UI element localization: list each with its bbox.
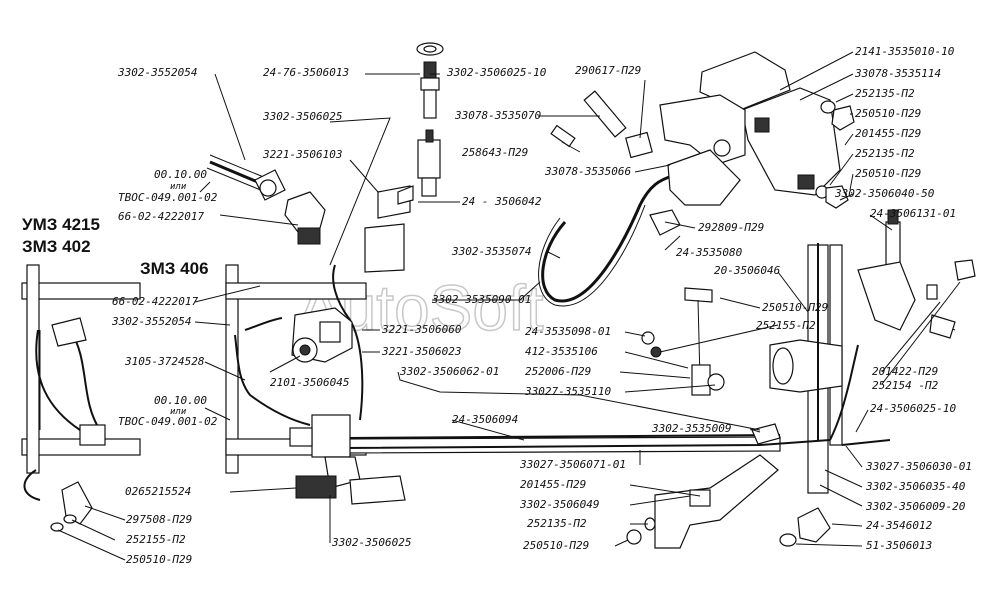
regulator-drive-assembly	[550, 51, 841, 206]
part-label: 201455-П29	[520, 478, 586, 491]
part-label: 24-3535080	[676, 246, 743, 259]
part-label: 3302-3506025	[262, 110, 342, 123]
part-label: 66-02-4222017	[112, 295, 198, 308]
part-label: 3302-3552054	[117, 66, 197, 79]
part-label: или	[170, 182, 187, 192]
part-label: 51-3506013	[866, 539, 932, 552]
part-label: 3302-3506025	[331, 536, 411, 549]
part-label: 252006-П29	[525, 365, 591, 378]
part-label: 24-3506094	[452, 413, 518, 426]
part-label: 3302-3535074	[451, 245, 531, 258]
part-label: 24-3535098-01	[525, 325, 611, 338]
brake-pipes	[23, 243, 891, 501]
part-label: 33078-3535114	[854, 67, 941, 80]
part-label: 412-3535106	[525, 345, 598, 358]
part-label: 252154 -П2	[872, 379, 939, 392]
part-label: 250510-П29	[762, 301, 828, 314]
part-label: 24-3506025-10	[870, 402, 956, 415]
part-label: 0265215524	[125, 485, 191, 498]
engine-label-zmz406: ЗМЗ 406	[140, 259, 209, 278]
left-bracket	[50, 317, 106, 532]
flexible-hoses	[206, 154, 673, 307]
part-label: 252155-П2	[756, 319, 816, 332]
part-label: 66-02-4222017	[118, 210, 204, 223]
valve-parts-top	[377, 42, 444, 219]
part-label: 24 - 3506042	[462, 195, 542, 208]
part-label: 3221-3506103	[262, 148, 342, 161]
brake-tee-right	[857, 209, 976, 339]
part-label: 33078-3535066	[544, 165, 631, 178]
engine-label-zmz402: ЗМЗ 402	[22, 237, 91, 256]
part-label: 290617-П29	[575, 64, 641, 77]
hose-fitting-left	[254, 169, 326, 245]
leader-lines	[57, 51, 961, 561]
part-label: 3302-3506040-50	[834, 187, 935, 200]
part-label: 201422-П29	[872, 365, 938, 378]
regulator-lever	[641, 209, 725, 396]
part-label: 3302-3535090-01	[431, 293, 531, 306]
part-label: ТВОС-049.001-02	[118, 415, 218, 428]
part-label: 3302-3535009	[651, 422, 731, 435]
part-label: 250510-П29	[855, 107, 921, 120]
part-label: 24-3546012	[866, 519, 933, 532]
part-label: 252135-П2	[855, 87, 915, 100]
part-label: 292809-П29	[698, 221, 764, 234]
part-label: или	[170, 407, 187, 417]
part-label: 00.10.00	[154, 394, 207, 407]
part-label: 252135-П2	[527, 517, 587, 530]
part-label: 252155-П2	[126, 533, 186, 546]
part-label: 297508-П29	[126, 513, 192, 526]
part-label: 3221-3506060	[381, 323, 462, 336]
part-label: 3302-3506062-01	[399, 365, 499, 378]
part-label: 258643-П29	[462, 146, 528, 159]
part-label: 24-3506131-01	[870, 207, 956, 220]
part-label: 250510-П29	[855, 167, 921, 180]
part-label: 2141-3535010-10	[855, 45, 955, 58]
part-label: ТВОС-049.001-02	[118, 191, 218, 204]
part-label: 3302-3506025-10	[446, 66, 547, 79]
part-labels: 3302-3552054 24-76-3506013 3302-3506025-…	[111, 45, 972, 566]
part-label: 3302-3506035-40	[865, 480, 966, 493]
part-label: 33027-3535110	[524, 385, 611, 398]
bracket-bottom-right	[626, 423, 831, 549]
master-cylinder	[289, 414, 406, 505]
chassis-frame-right	[769, 244, 843, 494]
fasteners-top-right	[815, 100, 855, 209]
part-label: 00.10.00	[154, 168, 207, 181]
chassis-frame-left	[21, 264, 781, 474]
part-label: 3302-3552054	[111, 315, 191, 328]
part-label: 3105-3724528	[124, 355, 205, 368]
part-label: 2101-3506045	[270, 376, 349, 389]
part-label: 3302-3506049	[519, 498, 599, 511]
part-label: 3221-3506023	[381, 345, 461, 358]
part-label: 24-76-3506013	[263, 66, 349, 79]
part-label: 33027-3506030-01	[865, 460, 972, 473]
part-label: 20-3506046	[714, 264, 781, 277]
part-label: 201455-П29	[855, 127, 921, 140]
part-label: 250510-П29	[126, 553, 192, 566]
part-label: 33027-3506071-01	[519, 458, 626, 471]
engine-label-umz: УМЗ 4215	[22, 215, 100, 234]
part-label: 33078-3535070	[454, 109, 541, 122]
part-label: 250510-П29	[523, 539, 589, 552]
part-label: 252135-П2	[855, 147, 915, 160]
part-label: 3302-3506009-20	[865, 500, 966, 513]
